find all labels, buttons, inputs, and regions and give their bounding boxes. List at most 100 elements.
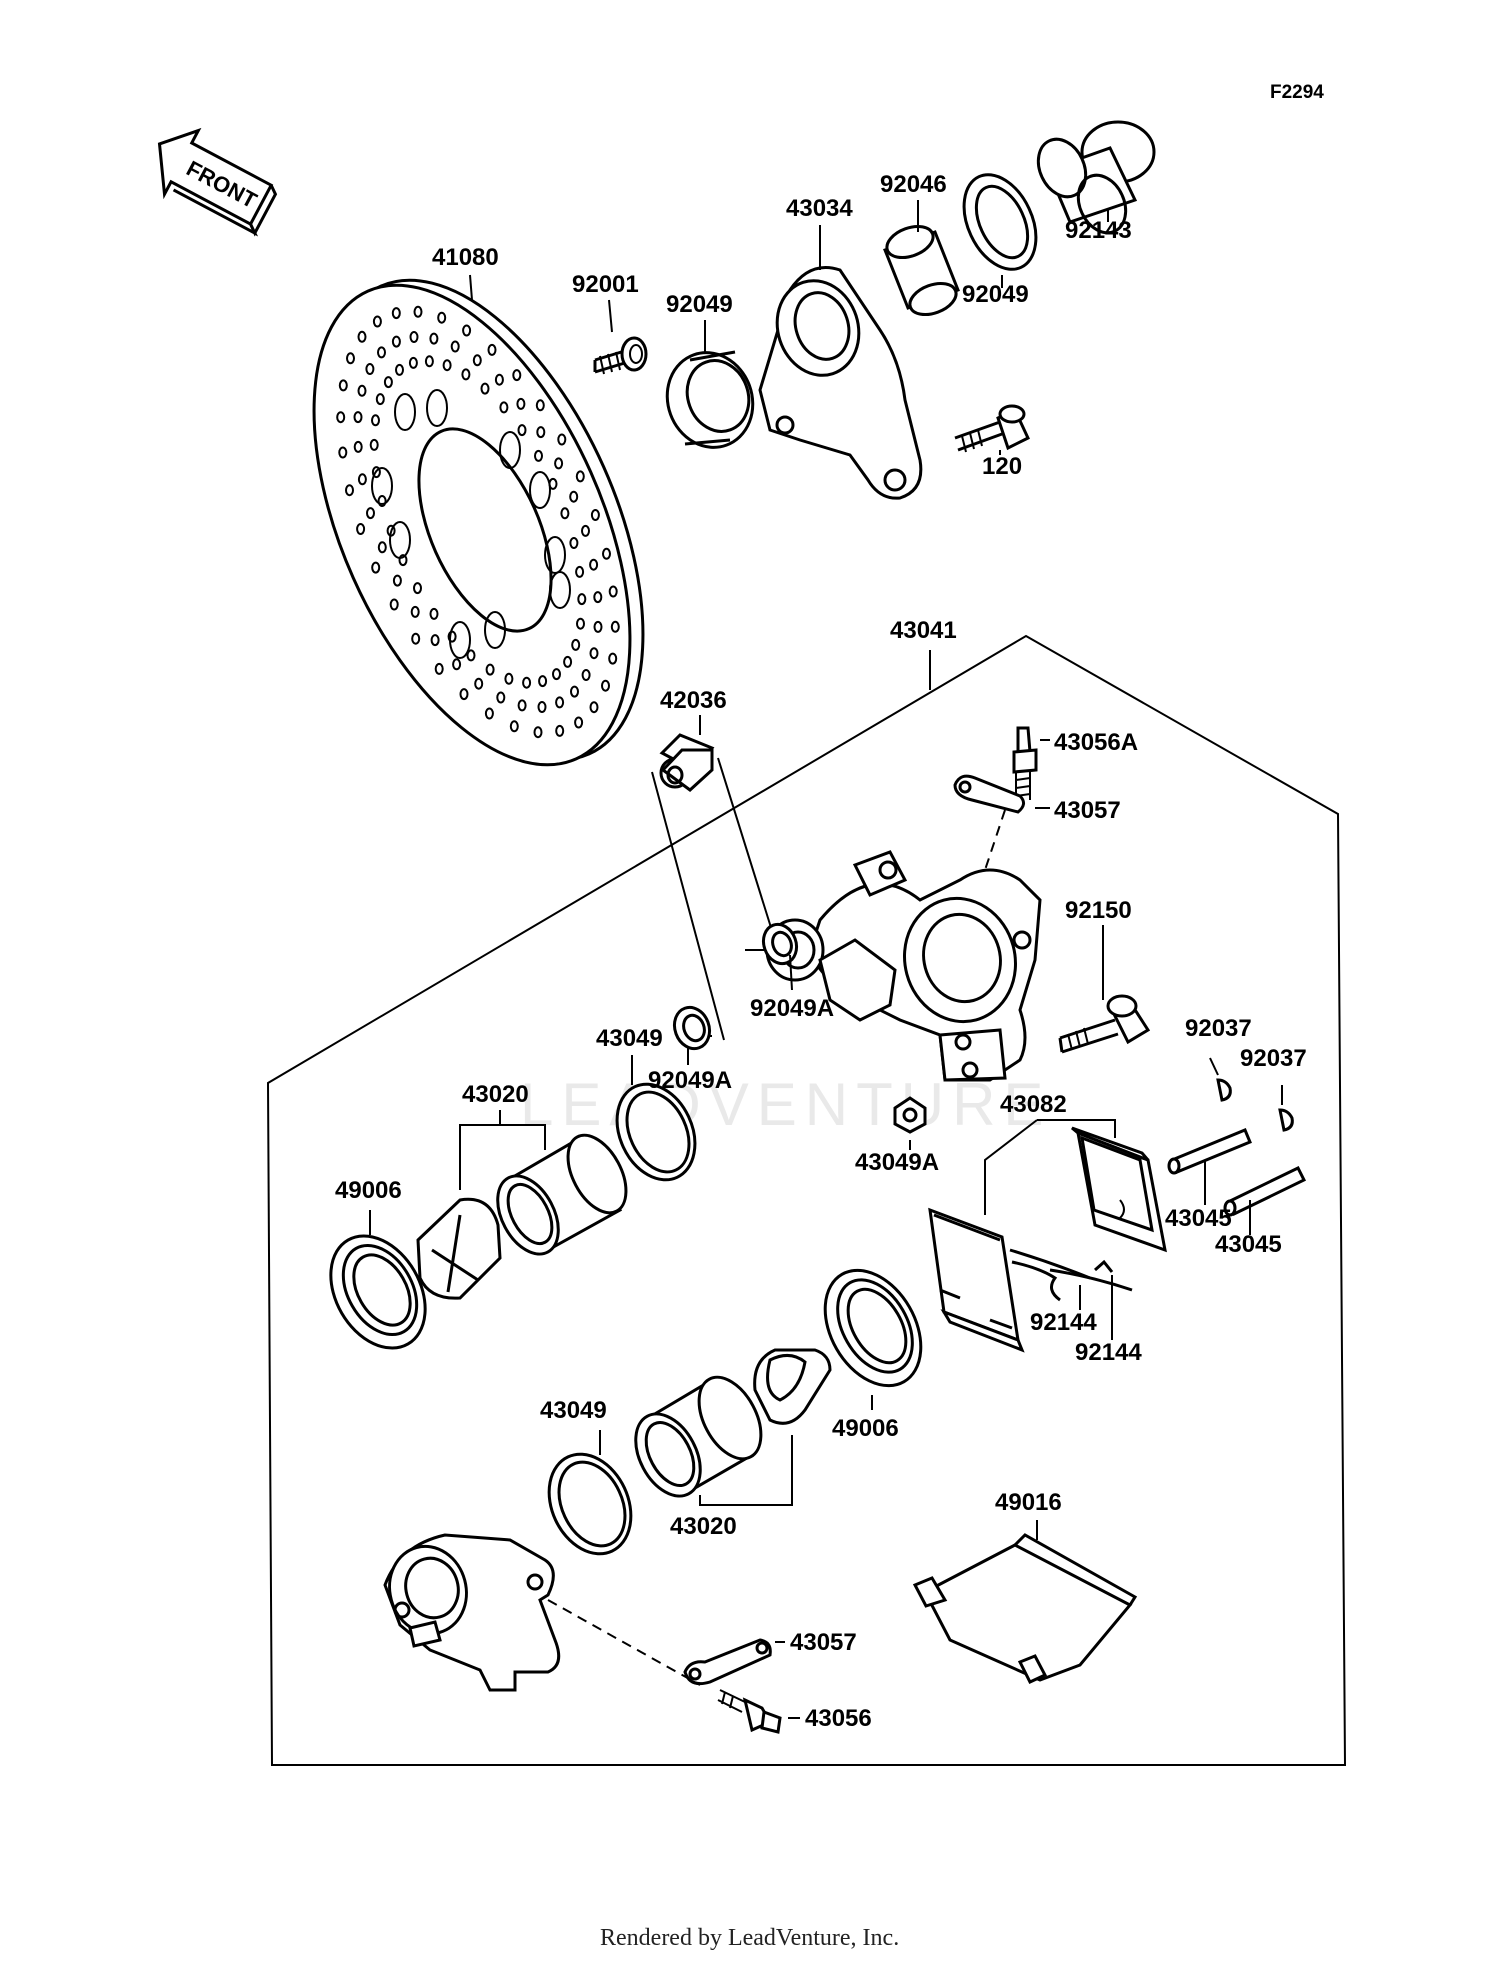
disc-hole [496,691,506,704]
disc-hole [554,457,564,470]
bleeder-43056 [717,1689,800,1734]
label-43020-top: 43020 [462,1081,529,1108]
disc-hole [569,537,579,549]
disc-hole [430,634,440,647]
disc-hole [357,330,367,343]
label-49016: 49016 [995,1489,1062,1516]
label-92150: 92150 [1065,897,1132,924]
disc-hole [610,620,620,633]
disc-hole [429,332,439,345]
disc-hole [602,547,611,560]
disc-hole [356,523,366,535]
label-92037-b: 92037 [1240,1045,1307,1072]
guide-line-b [717,757,779,951]
label-43049A: 43049A [855,1149,939,1176]
disc-hole [576,617,585,630]
disc-hole [369,438,379,451]
disc-hole [601,679,610,692]
seal-92049-right [962,173,1038,271]
disc-hole [371,561,381,574]
disc-hole [408,356,418,369]
disc-hole [383,376,393,389]
leader-43020-bottom [699,1435,793,1506]
disc-hole [608,652,618,665]
seal-43049-bottom [547,1452,633,1556]
label-43020-bottom: 43020 [670,1513,737,1540]
disc-hole [461,368,471,381]
disc-hole [522,676,532,689]
disc-hole [413,305,423,318]
collar-92046 [883,224,960,317]
disc-hole [391,335,401,348]
disc-hole [409,331,419,343]
disc-hole [346,352,355,365]
piston-insulator-top [416,1197,502,1300]
caliper-body-upper [765,850,1042,1082]
disc-hole [336,411,346,424]
seal-92049A-left [672,1005,712,1051]
brake-disc-41080 [312,278,645,767]
label-92049-left: 92049 [666,291,733,318]
footer-credit: Rendered by LeadVenture, Inc. [600,1925,899,1951]
disc-hole [504,672,514,685]
label-43049-bottom: 43049 [540,1397,607,1424]
bolt-92150 [1058,994,1151,1054]
brake-pad-43082-front [928,1207,1025,1353]
label-43045-a: 43045 [1165,1205,1232,1232]
pin-43045-a [1167,1128,1252,1205]
disc-hole [552,668,561,681]
disc-hole [536,426,546,439]
disc-hole [452,658,462,671]
disc-hole [365,363,375,375]
disc-hole [499,401,509,414]
caliper-bracket-43034 [758,266,923,500]
disc-hole [574,716,584,729]
disc-hole [434,662,444,675]
disc-hole [371,414,380,427]
disc-hole [575,565,585,578]
disc-hole [459,688,469,701]
disc-hole [377,541,387,554]
caliper-body-lower [383,1533,561,1692]
seal-92049A-right [761,922,799,966]
disc-hole [472,354,482,367]
disc-hole [447,630,457,643]
caliper-assy-outline [266,634,1347,1766]
label-92049A-left: 92049A [648,1067,732,1094]
disc-hole [512,369,522,382]
disc-hole [357,473,367,486]
disc-hole [538,675,548,688]
seal-43049-top [615,1082,697,1182]
label-92037-a: 92037 [1185,1015,1252,1042]
disc-hole [548,477,558,490]
label-92144-a: 92144 [1030,1309,1097,1336]
leader-41080 [469,274,473,301]
label-43057-bottom: 43057 [790,1629,857,1656]
leader-43020-top [459,1110,546,1190]
figure-code: F2294 [1270,82,1324,103]
disc-hole [571,638,581,651]
label-43056A: 43056A [1054,729,1138,756]
label-43041: 43041 [890,617,957,644]
disc-hole [353,411,363,424]
disc-hole [494,373,504,386]
disc-hole [517,424,527,437]
disc-hole [570,685,579,698]
cap-43057-bottom [683,1638,785,1686]
piston-insulator-bottom [753,1348,832,1425]
bolt-92001 [593,336,648,375]
nut-43049A [893,1096,927,1134]
brake-pad-43082-back [1071,1126,1167,1253]
disc-hole [569,490,579,503]
disc-hole [371,466,381,479]
disc-hole [391,307,401,320]
watermark: LEADVENTURE [520,1071,1051,1138]
disc-hole [398,554,408,567]
disc-hole [375,393,385,406]
disc-hole [338,379,348,392]
cap-43057-top [953,774,1050,871]
disc-hole [589,701,599,714]
disc-hole [437,311,447,324]
bleeder-guide-line [547,1599,701,1686]
